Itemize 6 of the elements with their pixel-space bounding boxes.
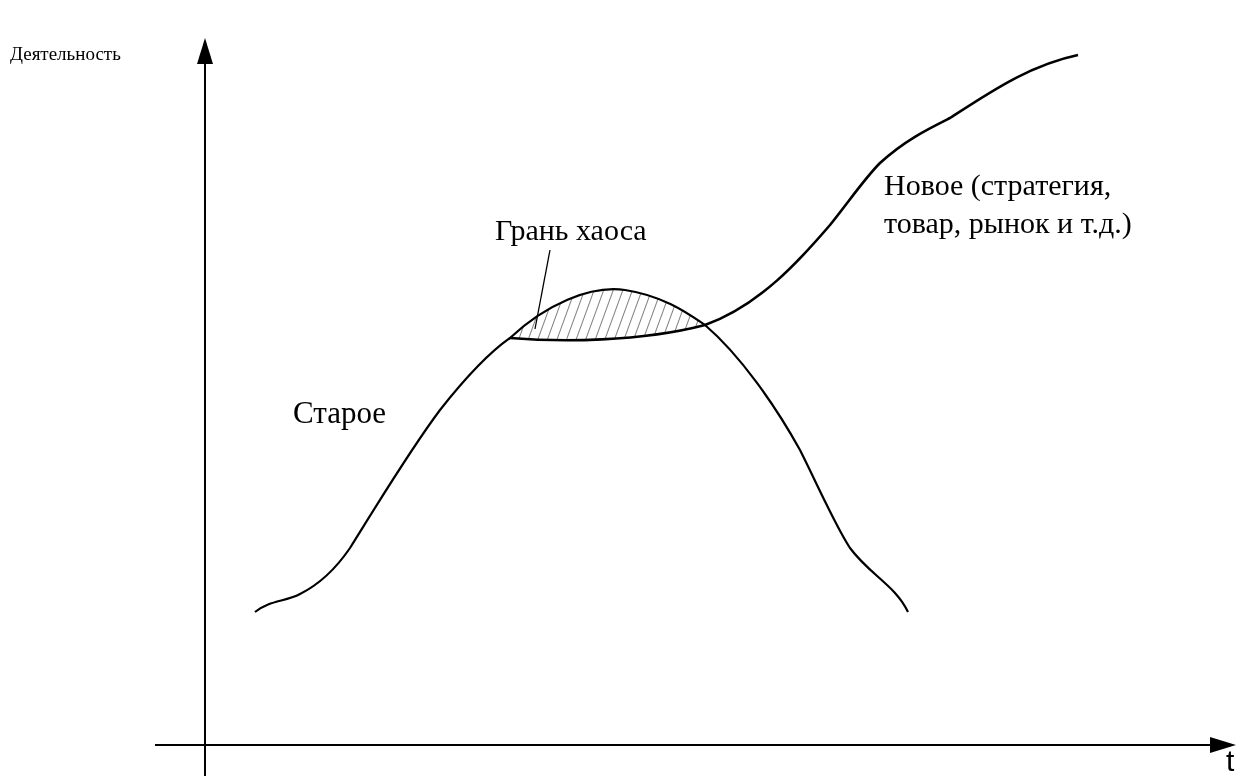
axis-label: Деятельность — [10, 42, 121, 66]
callout-label: Грань хаоса — [495, 210, 647, 250]
leader-line — [534, 249, 551, 330]
curve-label: Новое (стратегия, товар, рынок и т.д.) — [884, 167, 1133, 241]
curve-label: Старое — [293, 394, 387, 432]
axis-label: t — [1226, 748, 1235, 774]
